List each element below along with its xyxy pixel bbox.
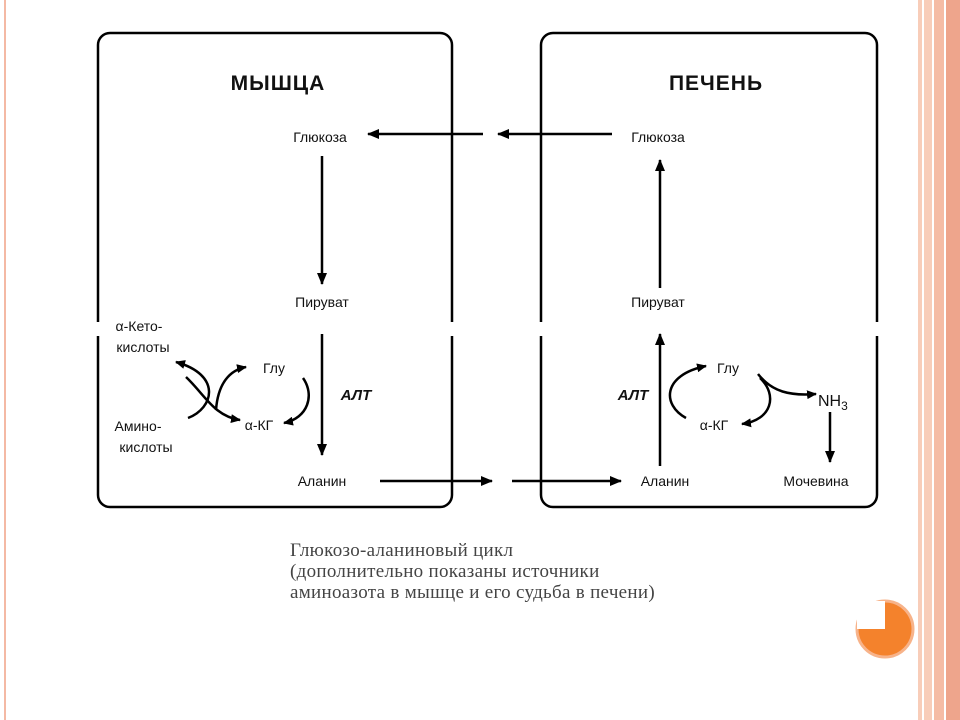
keto-acids-label-line1: α-Кето-: [116, 318, 163, 334]
muscle-glu-label: Глу: [263, 360, 285, 376]
amino-acids-label-line2: кислоты: [119, 439, 172, 455]
slide-border-line: [4, 0, 6, 720]
liver-title: ПЕЧЕНЬ: [669, 72, 763, 95]
urea-label: Мочевина: [783, 473, 848, 489]
panel-wall-gap: [536, 322, 546, 336]
caption-line-3: аминоазота в мышце и его судьба в печени…: [290, 582, 655, 603]
muscle-panel: [96, 31, 454, 509]
amino-acids-label-line1: Амино-: [115, 418, 162, 434]
figure-caption: Глюкозо-аланиновый цикл (дополнительно п…: [290, 540, 890, 603]
accent-circle-notch: [857, 601, 885, 629]
panel-wall-gap: [94, 322, 104, 336]
amino-to-keto-curved-arrow: [175, 360, 211, 420]
liver-akg-curved-arrow: [741, 377, 772, 428]
muscle-title: МЫШЦА: [231, 72, 326, 95]
panel-wall-gap: [447, 322, 457, 336]
muscle-pyruvate-label: Пируват: [295, 294, 349, 310]
nh3-label: NH3: [818, 393, 848, 413]
panel-wall-gap: [872, 322, 882, 336]
muscle-akg-curved-arrow: [283, 377, 310, 426]
liver-glucose-label: Глюкоза: [631, 129, 685, 145]
glu-to-nh3-curved-arrow: [757, 373, 817, 400]
right-decorative-stripe-2: [924, 0, 932, 720]
liver-glu-label: Глу: [717, 360, 739, 376]
liver-panel: [539, 31, 879, 509]
muscle-alt-enzyme-label: АЛТ: [340, 387, 373, 404]
liver-akg-label: α-КГ: [700, 417, 729, 433]
muscle-alanine-label: Аланин: [298, 473, 347, 489]
amino-to-akg-curved-arrow: [185, 376, 241, 424]
muscle-glucose-label: Глюкоза: [293, 129, 347, 145]
muscle-akg-label: α-КГ: [245, 417, 274, 433]
caption-line-1: Глюкозо-аланиновый цикл: [290, 540, 514, 561]
right-decorative-stripe-3: [934, 0, 944, 720]
keto-acids-label-line2: кислоты: [116, 339, 169, 355]
muscle-glu-curved-arrow: [214, 364, 247, 411]
right-decorative-stripe-4: [946, 0, 960, 720]
liver-pyruvate-label: Пируват: [631, 294, 685, 310]
liver-alanine-label: Аланин: [641, 473, 690, 489]
right-decorative-stripe-1: [918, 0, 922, 720]
liver-glu-curved-arrow: [668, 363, 707, 420]
caption-line-2: (дополнительно показаны источники: [290, 561, 600, 582]
liver-alt-enzyme-label: АЛТ: [617, 387, 650, 404]
